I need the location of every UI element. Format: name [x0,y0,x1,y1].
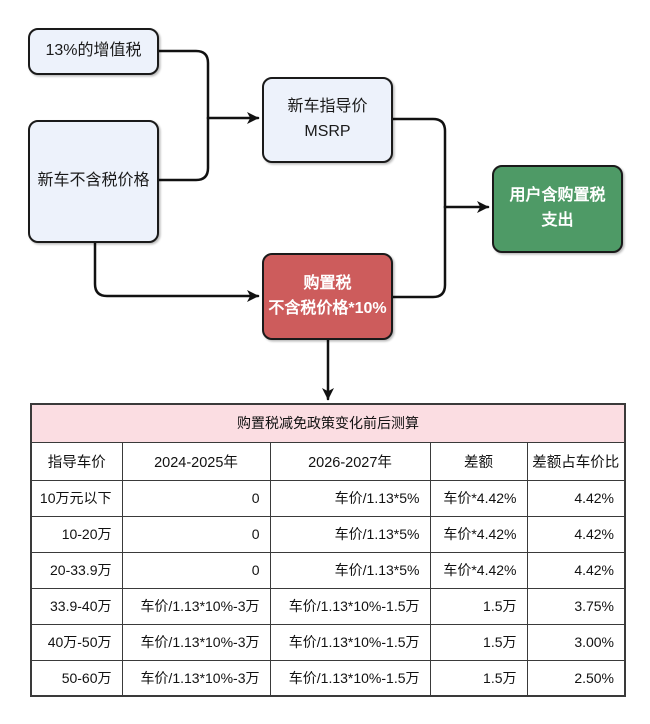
msrp-label-line2: MSRP [304,123,351,140]
pretax-price-label: 新车不含税价格 [37,172,150,190]
column-header-2024-2025: 2024-2025年 [121,441,271,481]
cell-difference-ratio: 2.50% [526,659,626,697]
cell-2026-2027: 车价/1.13*10%-1.5万 [269,623,431,661]
cell-price-range: 33.9-40万 [30,587,123,625]
cell-difference: 1.5万 [429,587,528,625]
cell-2024-2025: 0 [121,479,271,517]
cell-price-range: 10万元以下 [30,479,123,517]
user-expense-box: 用户含购置税 支出 [492,165,623,253]
vat-box-label: 13%的增值税 [45,42,142,60]
cell-2026-2027: 车价/1.13*10%-1.5万 [269,659,431,697]
cell-2026-2027: 车价/1.13*5% [269,551,431,589]
cell-2026-2027: 车价/1.13*10%-1.5万 [269,587,431,625]
cell-difference: 车价*4.42% [429,515,528,553]
cell-difference-ratio: 4.42% [526,479,626,517]
cell-price-range: 50-60万 [30,659,123,697]
table-title-row: 购置税减免政策变化前后测算 [30,403,626,443]
cell-price-range: 20-33.9万 [30,551,123,589]
cell-difference: 1.5万 [429,659,528,697]
cell-difference-ratio: 4.42% [526,515,626,553]
cell-2026-2027: 车价/1.13*5% [269,479,431,517]
table-row: 33.9-40万 车价/1.13*10%-3万 车价/1.13*10%-1.5万… [30,587,626,625]
purchase-tax-line2: 不含税价格*10% [268,299,387,317]
edge-tax-to-junction [391,205,447,299]
column-header-price-range: 指导车价 [30,441,123,481]
table-row: 50-60万 车价/1.13*10%-3万 车价/1.13*10%-1.5万 1… [30,659,626,697]
cell-difference-ratio: 3.00% [526,623,626,661]
cell-2024-2025: 车价/1.13*10%-3万 [121,659,271,697]
cell-2026-2027: 车价/1.13*5% [269,515,431,553]
cell-price-range: 40万-50万 [30,623,123,661]
edge-vat-to-junction [157,49,210,120]
column-header-2026-2027: 2026-2027年 [269,441,431,481]
cell-difference: 车价*4.42% [429,551,528,589]
cell-2024-2025: 0 [121,551,271,589]
edge-pretax-to-tax [93,241,260,302]
cell-2024-2025: 车价/1.13*10%-3万 [121,587,271,625]
table-row: 10-20万 0 车价/1.13*5% 车价*4.42% 4.42% [30,515,626,553]
table-header-row: 指导车价 2024-2025年 2026-2027年 差额 差额占车价比 [30,441,626,481]
user-expense-line1: 用户含购置税 [509,187,606,205]
column-header-difference: 差额 [429,441,528,481]
cell-2024-2025: 0 [121,515,271,553]
cell-difference-ratio: 3.75% [526,587,626,625]
table-row: 40万-50万 车价/1.13*10%-3万 车价/1.13*10%-1.5万 … [30,623,626,661]
cell-difference: 1.5万 [429,623,528,661]
purchase-tax-box: 购置税 不含税价格*10% [262,253,393,340]
cell-difference-ratio: 4.42% [526,551,626,589]
cell-price-range: 10-20万 [30,515,123,553]
user-expense-line2: 支出 [541,212,574,229]
tax-policy-comparison-table: 购置税减免政策变化前后测算 指导车价 2024-2025年 2026-2027年… [30,403,627,697]
cell-difference: 车价*4.42% [429,479,528,517]
msrp-label-line1: 新车指导价 [287,98,368,116]
table-title: 购置税减免政策变化前后测算 [30,403,626,443]
msrp-box: 新车指导价 MSRP [262,77,393,163]
table-row: 20-33.9万 0 车价/1.13*5% 车价*4.42% 4.42% [30,551,626,589]
vat-box: 13%的增值税 [28,28,159,75]
edge-msrp-to-junction [391,117,447,209]
pretax-price-box: 新车不含税价格 [28,120,159,243]
cell-2024-2025: 车价/1.13*10%-3万 [121,623,271,661]
edge-pretax-to-junction [157,116,210,182]
column-header-difference-ratio: 差额占车价比 [526,441,626,481]
purchase-tax-line1: 购置税 [303,274,352,292]
table-row: 10万元以下 0 车价/1.13*5% 车价*4.42% 4.42% [30,479,626,517]
